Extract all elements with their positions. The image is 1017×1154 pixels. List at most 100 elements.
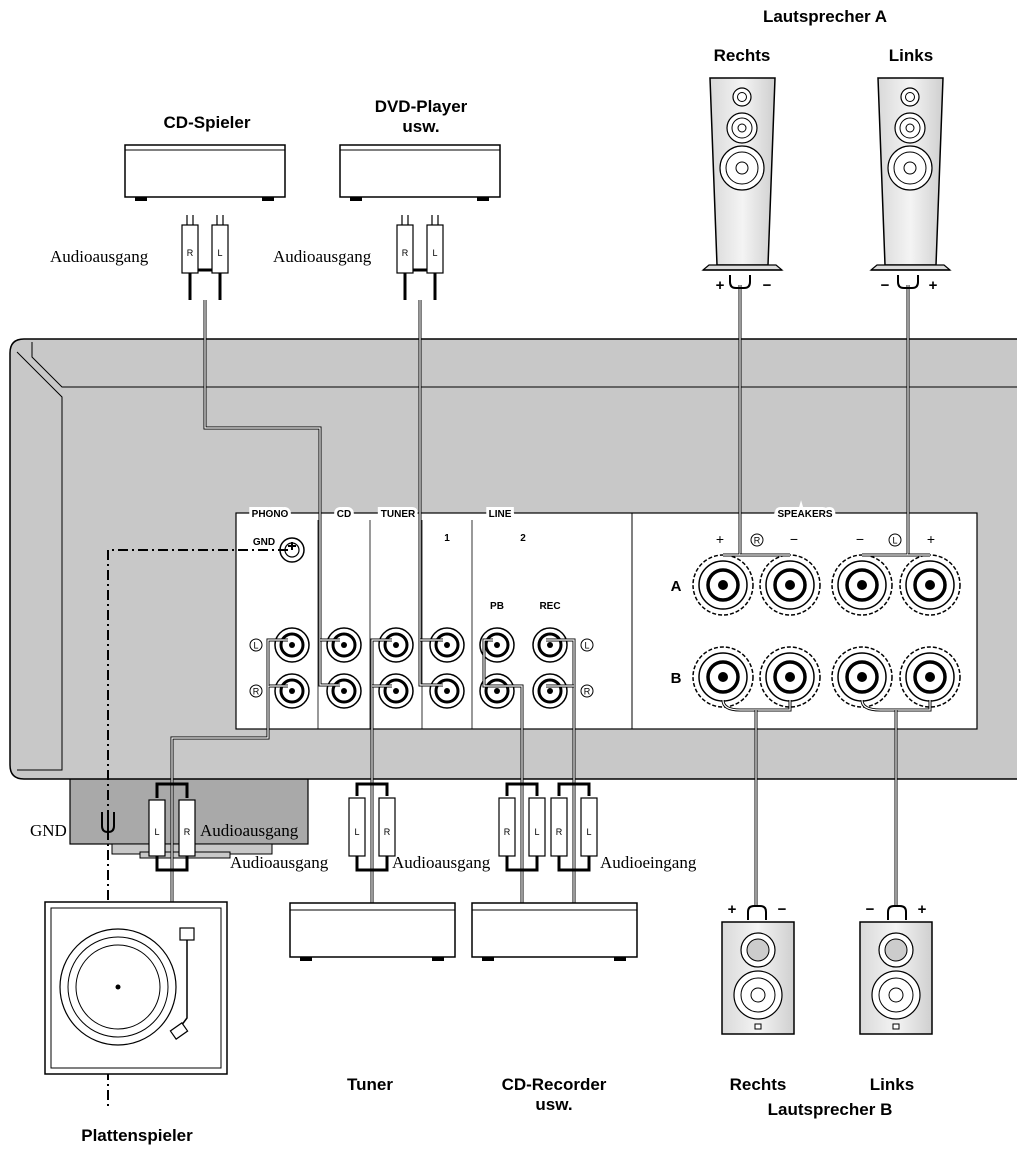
rca-jack-line1-r <box>429 673 465 709</box>
plug-pair-dvd-player: R L <box>396 215 444 274</box>
speakers-b-left-label: Links <box>870 1075 914 1094</box>
cd-recorder-device <box>471 902 638 961</box>
speakers-a: + − − + <box>701 77 952 294</box>
plug-mark-r: R <box>384 827 391 837</box>
speaker-b-left-minus: − <box>866 901 875 918</box>
plug-mark-l: L <box>432 248 437 258</box>
panel-label-speakers: SPEAKERS <box>777 509 832 520</box>
plug-mark-l: L <box>586 827 591 837</box>
rca-jack-cd-r <box>326 673 362 709</box>
rca-jack-cd-l <box>326 627 362 663</box>
labels: Lautsprecher A Rechts Links CD-Spieler D… <box>30 7 933 1145</box>
plug-pair-cd-recorder-in: R L <box>550 797 598 857</box>
speaker-terminal-b-right-plus <box>692 646 754 708</box>
turntable-audio-out-label: Audioausgang <box>200 821 299 840</box>
tuner-audio-out-label: Audioausgang <box>230 853 329 872</box>
plug-mark-l: L <box>217 248 222 258</box>
speakers-a-title: Lautsprecher A <box>763 7 887 26</box>
speaker-a-right-plus: + <box>716 277 725 294</box>
gnd-terminal <box>279 537 305 563</box>
panel-label-line2: 2 <box>520 533 526 544</box>
panel-section-labels: PHONO CD TUNER LINE SPEAKERS 1 2 PB REC … <box>249 506 935 687</box>
plug-mark-l: L <box>354 827 359 837</box>
panel-label-row-b: B <box>671 670 682 687</box>
speaker-terminal-a-left-plus <box>899 554 961 616</box>
speaker-a-left-plus: + <box>929 277 938 294</box>
channel-markers: R L L R L R <box>249 533 902 698</box>
speakers-b: + − − + <box>721 901 933 1035</box>
cd-recorder-audio-out-label: Audioausgang <box>392 853 491 872</box>
rca-jack-rec-r <box>532 673 568 709</box>
panel-sym-plus: + <box>716 531 724 547</box>
plug-mark-l: L <box>154 827 159 837</box>
speaker-b-left-plus: + <box>918 901 927 918</box>
speakers-a-left-label: Links <box>889 46 933 65</box>
speaker-a-right-minus: − <box>763 277 772 294</box>
speaker-terminal-a-left-minus <box>831 554 893 616</box>
rca-jack-phono-r <box>274 673 310 709</box>
channel-mark-l: L <box>584 641 589 651</box>
cd-recorder-audio-in-label: Audioeingang <box>600 853 697 872</box>
speaker-terminal-a-right-minus <box>759 554 821 616</box>
turntable-label: Plattenspieler <box>81 1126 193 1145</box>
rca-plugs: R L R L L R L R R L <box>101 215 598 857</box>
plug-mark-r: R <box>187 248 194 258</box>
plug-pair-tuner: L R <box>348 797 396 857</box>
speaker-b-right-plus: + <box>728 901 737 918</box>
speakers-a-right-label: Rechts <box>714 46 771 65</box>
speaker-b-right: + − <box>721 901 795 1035</box>
panel-label-line: LINE <box>489 509 512 520</box>
rca-jack-pb-r <box>479 673 515 709</box>
cd-recorder-label-line1: CD-Recorder <box>502 1075 607 1094</box>
rca-jacks <box>274 627 568 709</box>
plug-mark-r: R <box>556 827 563 837</box>
speakers-b-right-label: Rechts <box>730 1075 787 1094</box>
panel-label-cd: CD <box>337 509 351 520</box>
tuner-label: Tuner <box>347 1075 393 1094</box>
cd-player-audio-out-label: Audioausgang <box>50 247 149 266</box>
rca-jack-line1-l <box>429 627 465 663</box>
turntable-device <box>44 901 228 1075</box>
channel-mark-l: L <box>892 536 897 546</box>
source-devices <box>44 144 638 1075</box>
dvd-player-audio-out-label: Audioausgang <box>273 247 372 266</box>
plug-mark-l: L <box>534 827 539 837</box>
plug-pair-cd-player: R L <box>181 215 229 274</box>
channel-mark-r: R <box>584 687 591 697</box>
speaker-terminal-a-right-plus <box>692 554 754 616</box>
speaker-a-left-minus: − <box>881 277 890 294</box>
speaker-terminal-b-right-minus <box>759 646 821 708</box>
channel-mark-l: L <box>253 641 258 651</box>
cables <box>107 268 932 1110</box>
panel-label-row-a: A <box>671 578 682 595</box>
panel-sym-minus: − <box>856 531 864 547</box>
panel-label-line1: 1 <box>444 533 450 544</box>
cd-player-label: CD-Spieler <box>164 113 251 132</box>
plug-pair-cd-recorder-out: R L <box>498 797 546 857</box>
channel-mark-r: R <box>754 536 761 546</box>
speaker-a-right: + − <box>701 77 784 294</box>
speaker-b-left: − + <box>859 901 933 1035</box>
dvd-player-device <box>339 144 501 201</box>
cd-player-device <box>124 144 286 201</box>
rca-jack-phono-l <box>274 627 310 663</box>
panel-label-phono: PHONO <box>252 509 289 520</box>
speaker-a-left: − + <box>869 77 952 294</box>
rca-jack-tuner-l <box>378 627 414 663</box>
plug-mark-r: R <box>402 248 409 258</box>
panel-label-tuner: TUNER <box>381 509 416 520</box>
plug-mark-r: R <box>504 827 511 837</box>
tuner-device <box>289 902 456 961</box>
plug-mark-r: R <box>184 827 191 837</box>
cd-recorder-label-line2: usw. <box>535 1095 572 1114</box>
panel-sym-minus: − <box>790 531 798 547</box>
speakers-b-title: Lautsprecher B <box>768 1100 893 1119</box>
speaker-terminal-b-left-minus <box>831 646 893 708</box>
dvd-player-label-line1: DVD-Player <box>375 97 468 116</box>
gnd-label: GND <box>30 821 67 840</box>
panel-label-rec: REC <box>539 601 560 612</box>
panel-sym-plus: + <box>927 531 935 547</box>
speaker-b-right-minus: − <box>778 901 787 918</box>
rca-jack-tuner-r <box>378 673 414 709</box>
